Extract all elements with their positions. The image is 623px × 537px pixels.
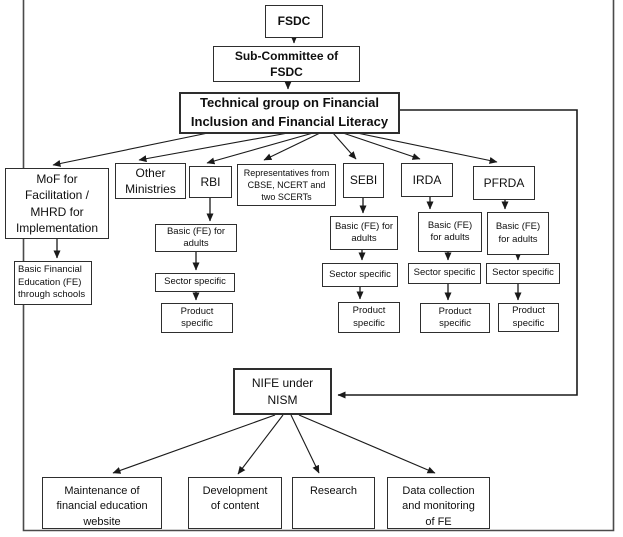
node-representatives-cbse-ncert-scerts: Representatives from CBSE, NCERT and two…	[237, 164, 336, 206]
node-sebi-sector-specific: Sector specific	[322, 263, 398, 287]
node-fsdc: FSDC	[265, 5, 323, 38]
node-rbi: RBI	[189, 166, 232, 198]
node-research: Research	[292, 477, 375, 529]
node-pfrda-basic-fe-adults: Basic (FE) for adults	[487, 212, 549, 255]
node-nife-under-nism: NIFE under NISM	[233, 368, 332, 415]
node-basic-financial-education-schools: Basic Financial Education (FE) through s…	[14, 261, 92, 305]
node-rbi-basic-fe-adults: Basic (FE) for adults	[155, 224, 237, 252]
node-sebi: SEBI	[343, 163, 384, 198]
node-pfrda-product-specific: Product specific	[498, 303, 559, 332]
node-sub-committee: Sub-Committee of FSDC	[213, 46, 360, 82]
node-development-of-content: Development of content	[188, 477, 282, 529]
node-irda: IRDA	[401, 163, 453, 197]
node-mof-mhrd: MoF for Facilitation / MHRD for Implemen…	[5, 168, 109, 239]
node-irda-product-specific: Product specific	[420, 303, 490, 333]
node-pfrda: PFRDA	[473, 166, 535, 200]
node-pfrda-sector-specific: Sector specific	[486, 263, 560, 284]
node-other-ministries: Other Ministries	[115, 163, 186, 199]
node-irda-basic-fe-adults: Basic (FE) for adults	[418, 212, 482, 252]
node-technical-group: Technical group on Financial Inclusion a…	[179, 92, 400, 134]
node-sebi-basic-fe-adults: Basic (FE) for adults	[330, 216, 398, 250]
node-rbi-product-specific: Product specific	[161, 303, 233, 333]
node-rbi-sector-specific: Sector specific	[155, 273, 235, 292]
node-maintenance-website: Maintenance of financial education websi…	[42, 477, 162, 529]
node-data-collection-monitoring: Data collection and monitoring of FE	[387, 477, 490, 529]
node-sebi-product-specific: Product specific	[338, 302, 400, 333]
node-irda-sector-specific: Sector specific	[408, 263, 481, 284]
